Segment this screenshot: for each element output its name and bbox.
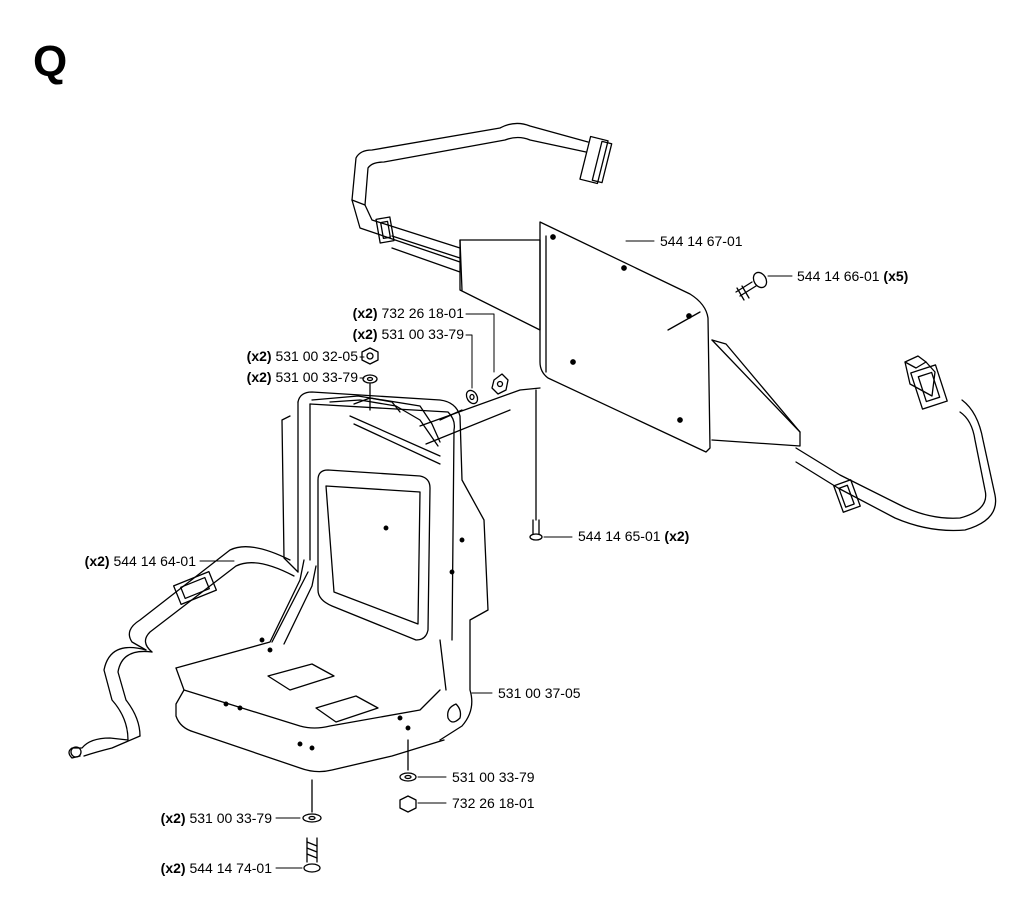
shoulder-strap-drawing [68, 546, 295, 759]
part-quantity: (x5) [883, 268, 909, 284]
part-number: 544 14 74-01 [189, 860, 272, 876]
part-quantity: (x2) [246, 348, 272, 364]
part-number: 531 00 33-79 [452, 769, 535, 785]
part-label-frame: 531 00 37-05 [498, 685, 581, 701]
part-label-frame-screw: 544 14 65-01 (x2) [578, 528, 689, 544]
part-quantity: (x2) [84, 553, 110, 569]
part-number: 732 26 18-01 [452, 795, 535, 811]
section-letter: Q [33, 37, 68, 86]
part-quantity: (x2) [160, 860, 186, 876]
part-quantity: (x2) [664, 528, 690, 544]
part-label-bottom-screw: (x2) 544 14 74-01 [161, 860, 272, 876]
part-label-bottom-nut-right: 732 26 18-01 [452, 795, 535, 811]
part-number: 544 14 64-01 [113, 553, 196, 569]
part-quantity: (x2) [352, 326, 378, 342]
waist-belt-drawing [351, 122, 997, 532]
part-label-top-nut-right: (x2) 732 26 18-01 [353, 305, 464, 321]
part-number: 544 14 66-01 [797, 268, 880, 284]
part-number: 544 14 67-01 [660, 233, 743, 249]
leader-lines [199, 240, 793, 869]
part-number: 531 00 33-79 [381, 326, 464, 342]
part-quantity: (x2) [246, 369, 272, 385]
part-quantity: (x2) [160, 810, 186, 826]
part-number: 531 00 37-05 [498, 685, 581, 701]
part-number: 531 00 33-79 [275, 369, 358, 385]
hardware-drawing [302, 347, 543, 873]
mounting-plate-drawing [459, 221, 801, 453]
part-label-plate: 544 14 67-01 [660, 233, 743, 249]
part-number: 531 00 33-79 [189, 810, 272, 826]
part-number: 531 00 32-05 [275, 348, 358, 364]
part-label-top-washer-right: (x2) 531 00 33-79 [353, 326, 464, 342]
plate-screw-drawing [735, 271, 768, 301]
part-number: 544 14 65-01 [578, 528, 661, 544]
part-label-plate-screw: 544 14 66-01 (x5) [797, 268, 908, 284]
frame-drawing [175, 391, 489, 773]
part-label-top-nut-left: (x2) 531 00 32-05 [247, 348, 358, 364]
part-label-bottom-washer-left: (x2) 531 00 33-79 [161, 810, 272, 826]
part-label-top-washer-left: (x2) 531 00 33-79 [247, 369, 358, 385]
part-label-bottom-washer-right: 531 00 33-79 [452, 769, 535, 785]
part-label-shoulder-strap: (x2) 544 14 64-01 [85, 553, 196, 569]
part-number: 732 26 18-01 [381, 305, 464, 321]
part-quantity: (x2) [352, 305, 378, 321]
